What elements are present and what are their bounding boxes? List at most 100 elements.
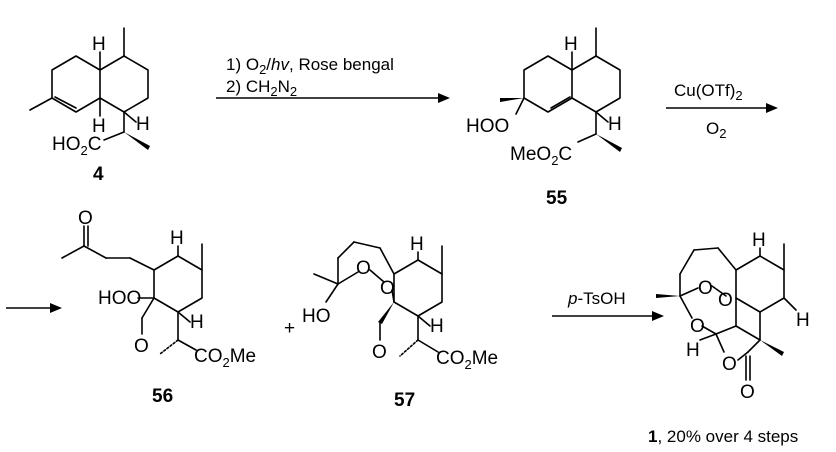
c1-h-top: H (752, 230, 766, 251)
c1-oo2 (711, 285, 727, 297)
c1-acetal (715, 325, 737, 335)
plus-sign: + (284, 318, 295, 339)
c55-hoo: HOO (466, 116, 509, 137)
c56-ring (153, 255, 203, 313)
c4-acid-bond (103, 131, 125, 141)
c56-chain3 (83, 245, 107, 259)
c56-h-side: H (190, 312, 204, 333)
c57-h-top: H (410, 234, 424, 255)
arrow3-head (652, 311, 664, 321)
c56-chain1 (129, 257, 155, 271)
c57-aldehyde-wedge (378, 302, 394, 324)
c1-lactone-o2 (737, 351, 749, 361)
c57-o2: O (380, 278, 395, 299)
arrow-step2: Cu(OTf)2 O2 (666, 81, 778, 141)
c57-bridge2 (353, 241, 381, 249)
arrow2-head (766, 103, 778, 113)
compound-4: H H H HO2C 4 (29, 27, 150, 185)
compound-57: H O O HO O H CO2Me 57 (302, 234, 498, 411)
c1-o-ring: O (690, 316, 705, 337)
c57-oo1 (337, 271, 359, 285)
c57-aldehyde-o: O (372, 342, 387, 363)
c1-o-ring1 (679, 295, 693, 319)
arrow1-line1: 1) O2/hv, Rose bengal (226, 55, 394, 77)
compound-56: O H HOO O H CO2Me 56 (61, 208, 256, 407)
c55-h-top: H (564, 34, 578, 55)
c4-acid: HO2C (52, 134, 101, 158)
c1-o2: O (718, 290, 733, 311)
compound-55: H H HOO MeO2C 55 (466, 27, 622, 209)
c1-oo1 (679, 287, 699, 297)
c55-double-bond (550, 96, 571, 109)
c56-hoo: HOO (98, 288, 141, 309)
c55-methyl-wedge (500, 98, 524, 102)
c56-ketone-o: O (78, 208, 93, 229)
c4-h-bottom: H (92, 116, 106, 137)
c1-h-side-bond (783, 297, 797, 311)
c1-methyl-wedge (656, 294, 680, 298)
c57-ho: HO (302, 306, 331, 327)
c1-h-side: H (796, 310, 810, 331)
c56-label: 56 (152, 386, 173, 407)
c57-h-side-bond (417, 315, 431, 327)
arrow2-bottom: O2 (706, 119, 726, 141)
c57-o1: O (356, 258, 371, 279)
c4-h-side-bond (123, 111, 137, 123)
c1-h-acetal-bond (699, 333, 717, 341)
compound-1: H O O O H O O H 1, 20% over 4 steps (648, 230, 810, 446)
c55-rings (523, 55, 621, 113)
c57-ester-bond (417, 339, 439, 353)
c1-bridge1 (717, 247, 737, 271)
c57-ring (393, 259, 443, 317)
c57-bridge1 (379, 247, 395, 275)
c56-ester: CO2Me (194, 346, 256, 370)
arrow1-head (438, 93, 450, 103)
arrow-row2-lead (6, 303, 62, 313)
c1-lactone-o1 (715, 333, 725, 353)
arrow2-top: Cu(OTf)2 (674, 81, 743, 103)
c1-bridge2 (693, 247, 719, 251)
c55-label: 55 (546, 188, 568, 209)
c55-methyl-wedge2 (596, 134, 622, 152)
c1-ring-lactone (735, 297, 761, 341)
c57-oo3 (391, 289, 395, 303)
c55-ester: MeO2C (510, 144, 572, 168)
arrow3-reagent: p-TsOH (567, 289, 626, 308)
c56-methyl-hash (159, 339, 179, 355)
c1-bridge3 (679, 249, 695, 275)
c1-label: 1, 20% over 4 steps (648, 427, 798, 446)
c56-aldehyde-o: O (134, 336, 149, 357)
c4-label: 4 (93, 164, 104, 185)
c1-lactone-c (747, 339, 761, 353)
c55-hoo-bond (515, 97, 525, 115)
c55-ester-bond (577, 133, 597, 143)
c57-bridge3 (337, 241, 355, 259)
c4-double-bond (54, 96, 77, 109)
c57-oo2 (369, 269, 385, 283)
c1-o-lactone: O (722, 354, 737, 375)
c4-rings (51, 55, 149, 113)
arrow-step1: 1) O2/hv, Rose bengal 2) CH2N2 (216, 55, 450, 103)
c57-ester: CO2Me (436, 348, 498, 372)
c4-h-top: H (92, 34, 106, 55)
c1-methyl-wedge2 (760, 340, 784, 356)
c1-o1: O (698, 278, 713, 299)
c1-ring-a (735, 255, 785, 313)
c57-methyl-hash (399, 339, 419, 357)
arrow-lead-head (50, 303, 62, 313)
c57-methyl (313, 273, 339, 285)
c4-methyl-wedge (124, 132, 150, 150)
c57-label: 57 (394, 390, 415, 411)
c56-h-top: H (170, 228, 184, 249)
arrow-step3: p-TsOH (552, 289, 664, 321)
c56-ester-bond (177, 339, 197, 351)
c57-ho-bond (325, 283, 339, 303)
c57-h-side: H (430, 316, 444, 337)
c56-h-side-bond (177, 311, 191, 323)
c1-h-acetal: H (686, 340, 700, 361)
c1-o-carbonyl: O (740, 382, 755, 403)
c55-h-side-bond (595, 111, 609, 123)
c4-methyl (29, 97, 53, 111)
